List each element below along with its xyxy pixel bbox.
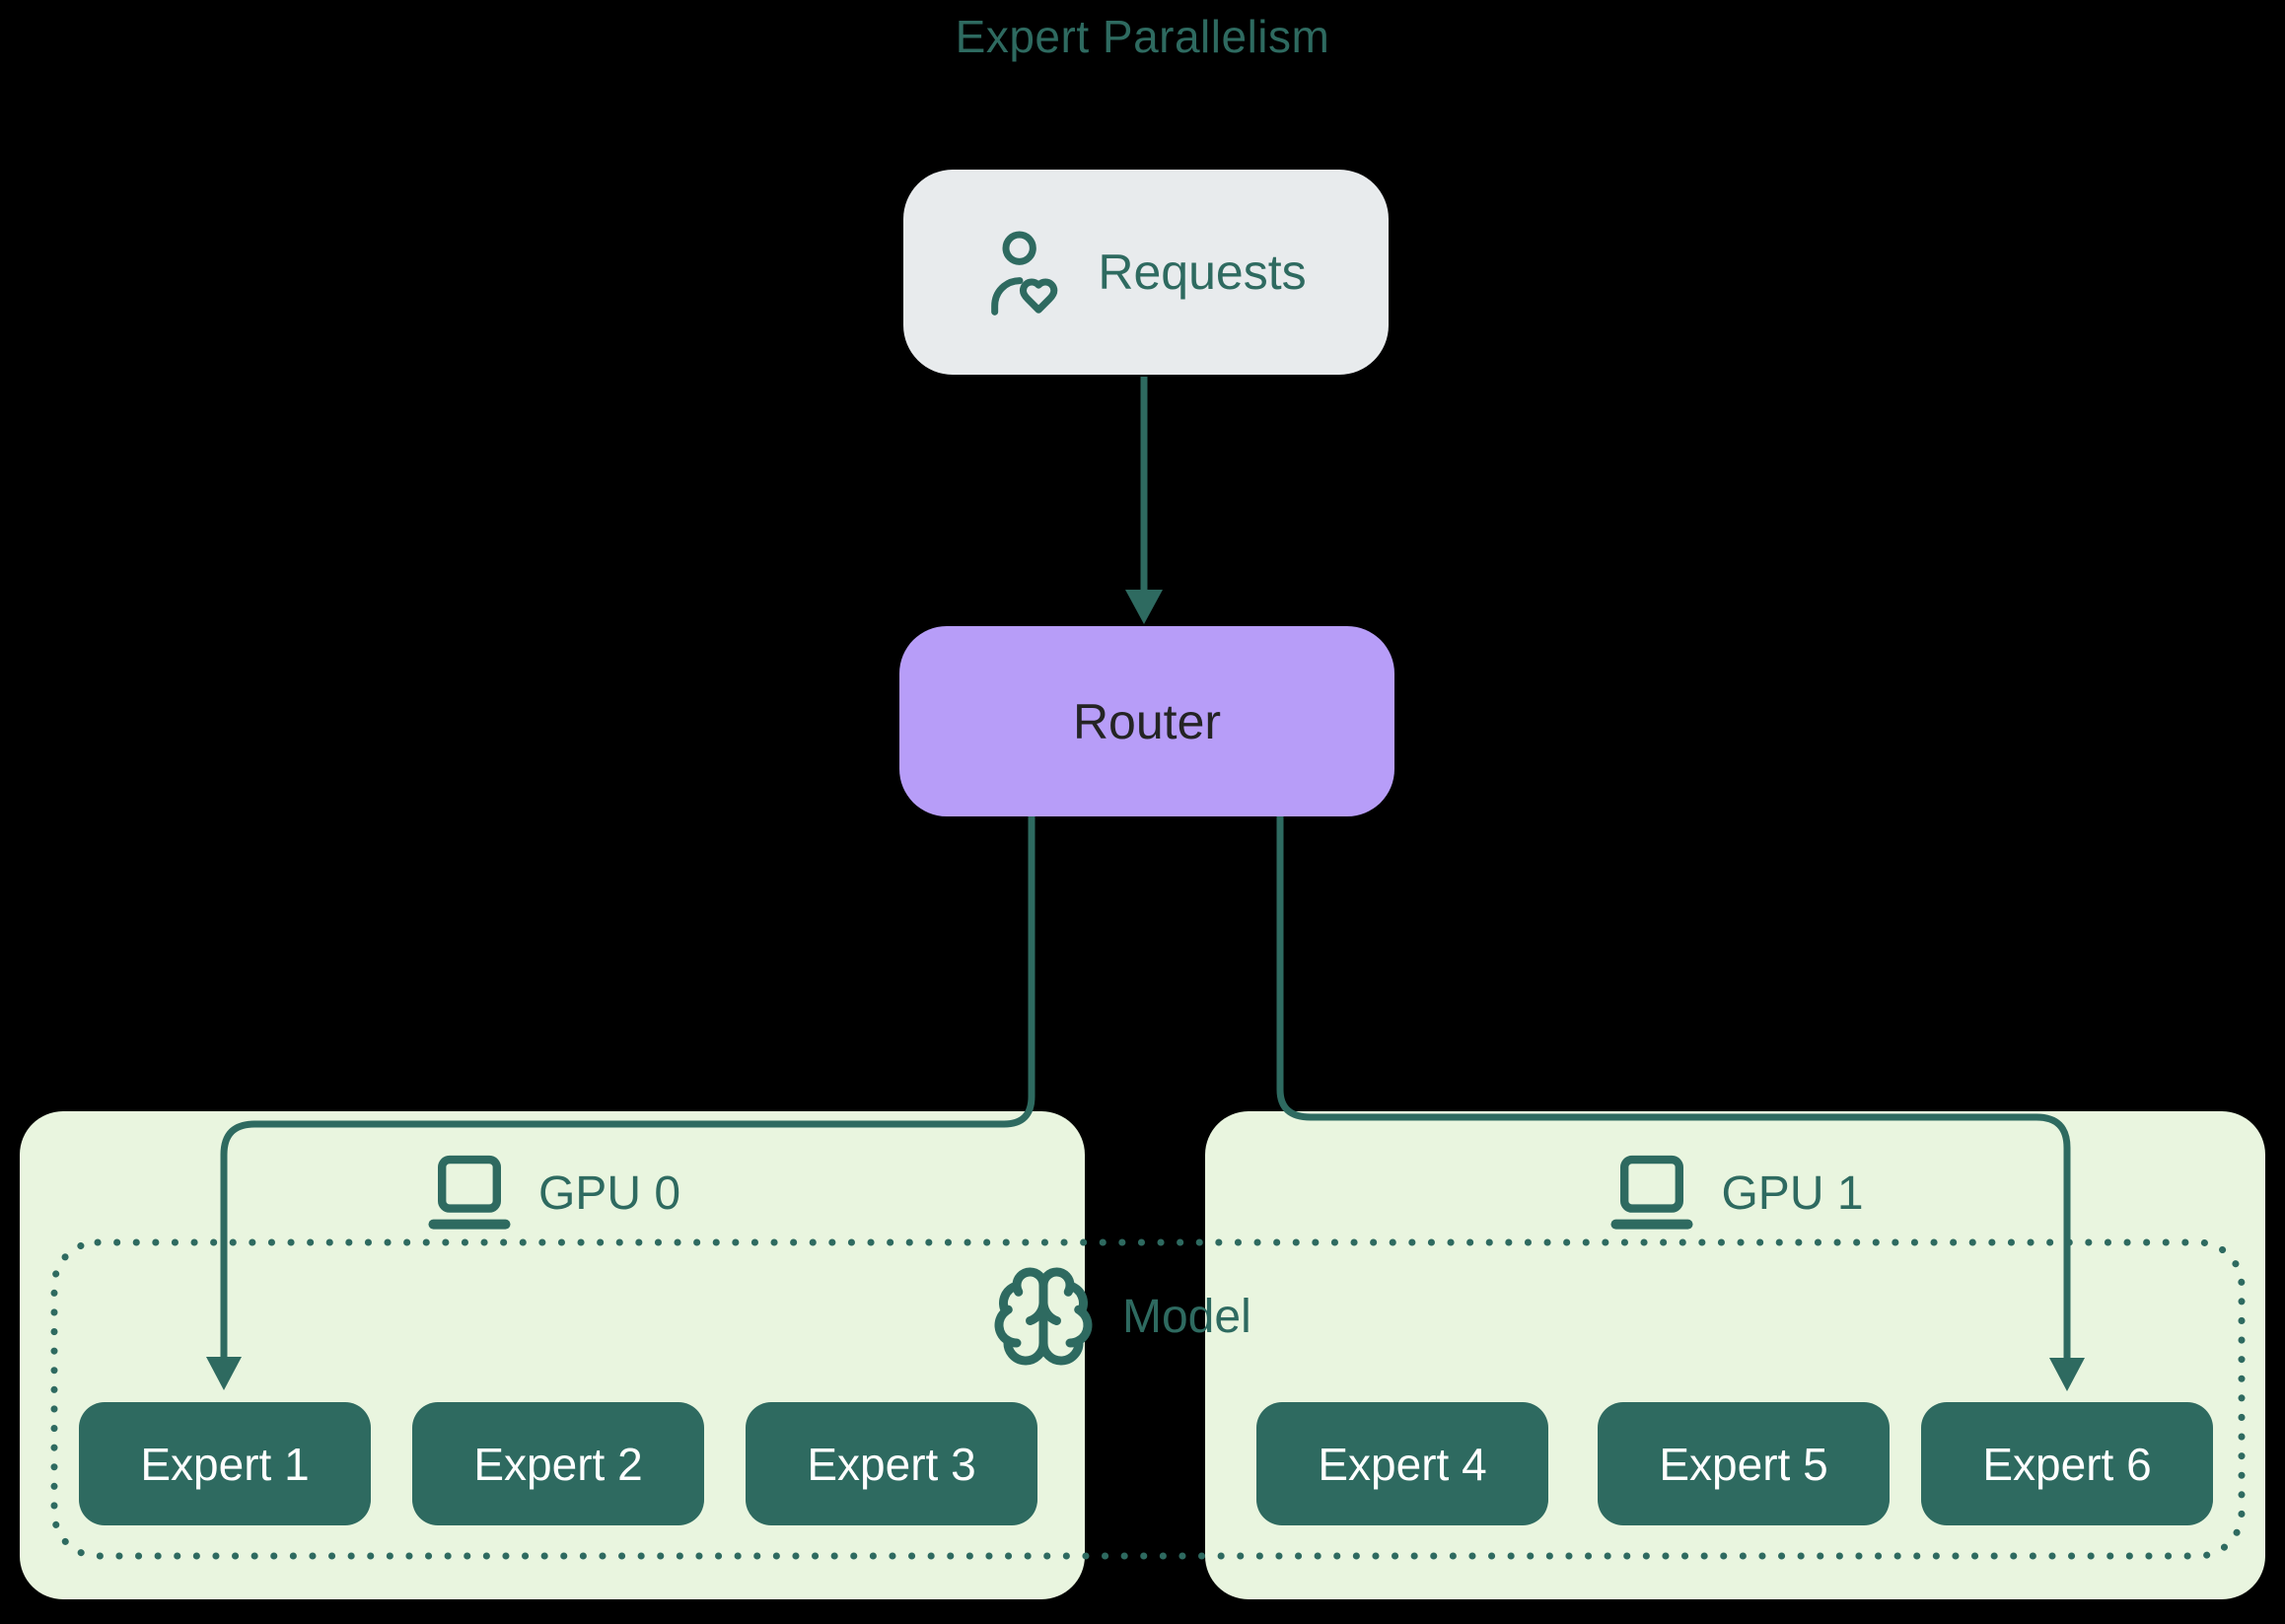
router-node: Router: [899, 626, 1394, 816]
gpu-0-header: GPU 0: [20, 1154, 1085, 1233]
router-label: Router: [1072, 693, 1222, 749]
requests-node: Requests: [903, 170, 1389, 375]
requests-label: Requests: [1098, 245, 1307, 300]
laptop-icon: [428, 1155, 511, 1230]
expert-5-box: Expert 5: [1598, 1402, 1890, 1525]
gpu-1-label: GPU 1: [1721, 1166, 1864, 1220]
diagram-title: Expert Parallelism: [955, 11, 1330, 62]
laptop-icon: [1610, 1155, 1693, 1230]
expert-2-box: Expert 2: [412, 1402, 704, 1525]
expert-1-box: Expert 1: [79, 1402, 371, 1525]
brain-icon: [994, 1267, 1093, 1366]
gpu-0-box: GPU 0 Expert 1 Expert 2 Expert 3: [20, 1111, 1085, 1599]
gpu-0-label: GPU 0: [537, 1166, 681, 1220]
gpu-1-header: GPU 1: [1205, 1154, 2265, 1233]
arrowhead-requests-to-router: [1125, 590, 1163, 624]
expert-4-box: Expert 4: [1256, 1402, 1548, 1525]
model-label: Model: [1122, 1290, 1251, 1343]
gpu-1-box: GPU 1 Expert 4 Expert 5 Expert 6: [1205, 1111, 2265, 1599]
expert-6-box: Expert 6: [1921, 1402, 2213, 1525]
model-label-group: Model: [990, 1263, 1251, 1370]
expert-3-box: Expert 3: [746, 1402, 1037, 1525]
user-heart-icon: [991, 231, 1058, 316]
